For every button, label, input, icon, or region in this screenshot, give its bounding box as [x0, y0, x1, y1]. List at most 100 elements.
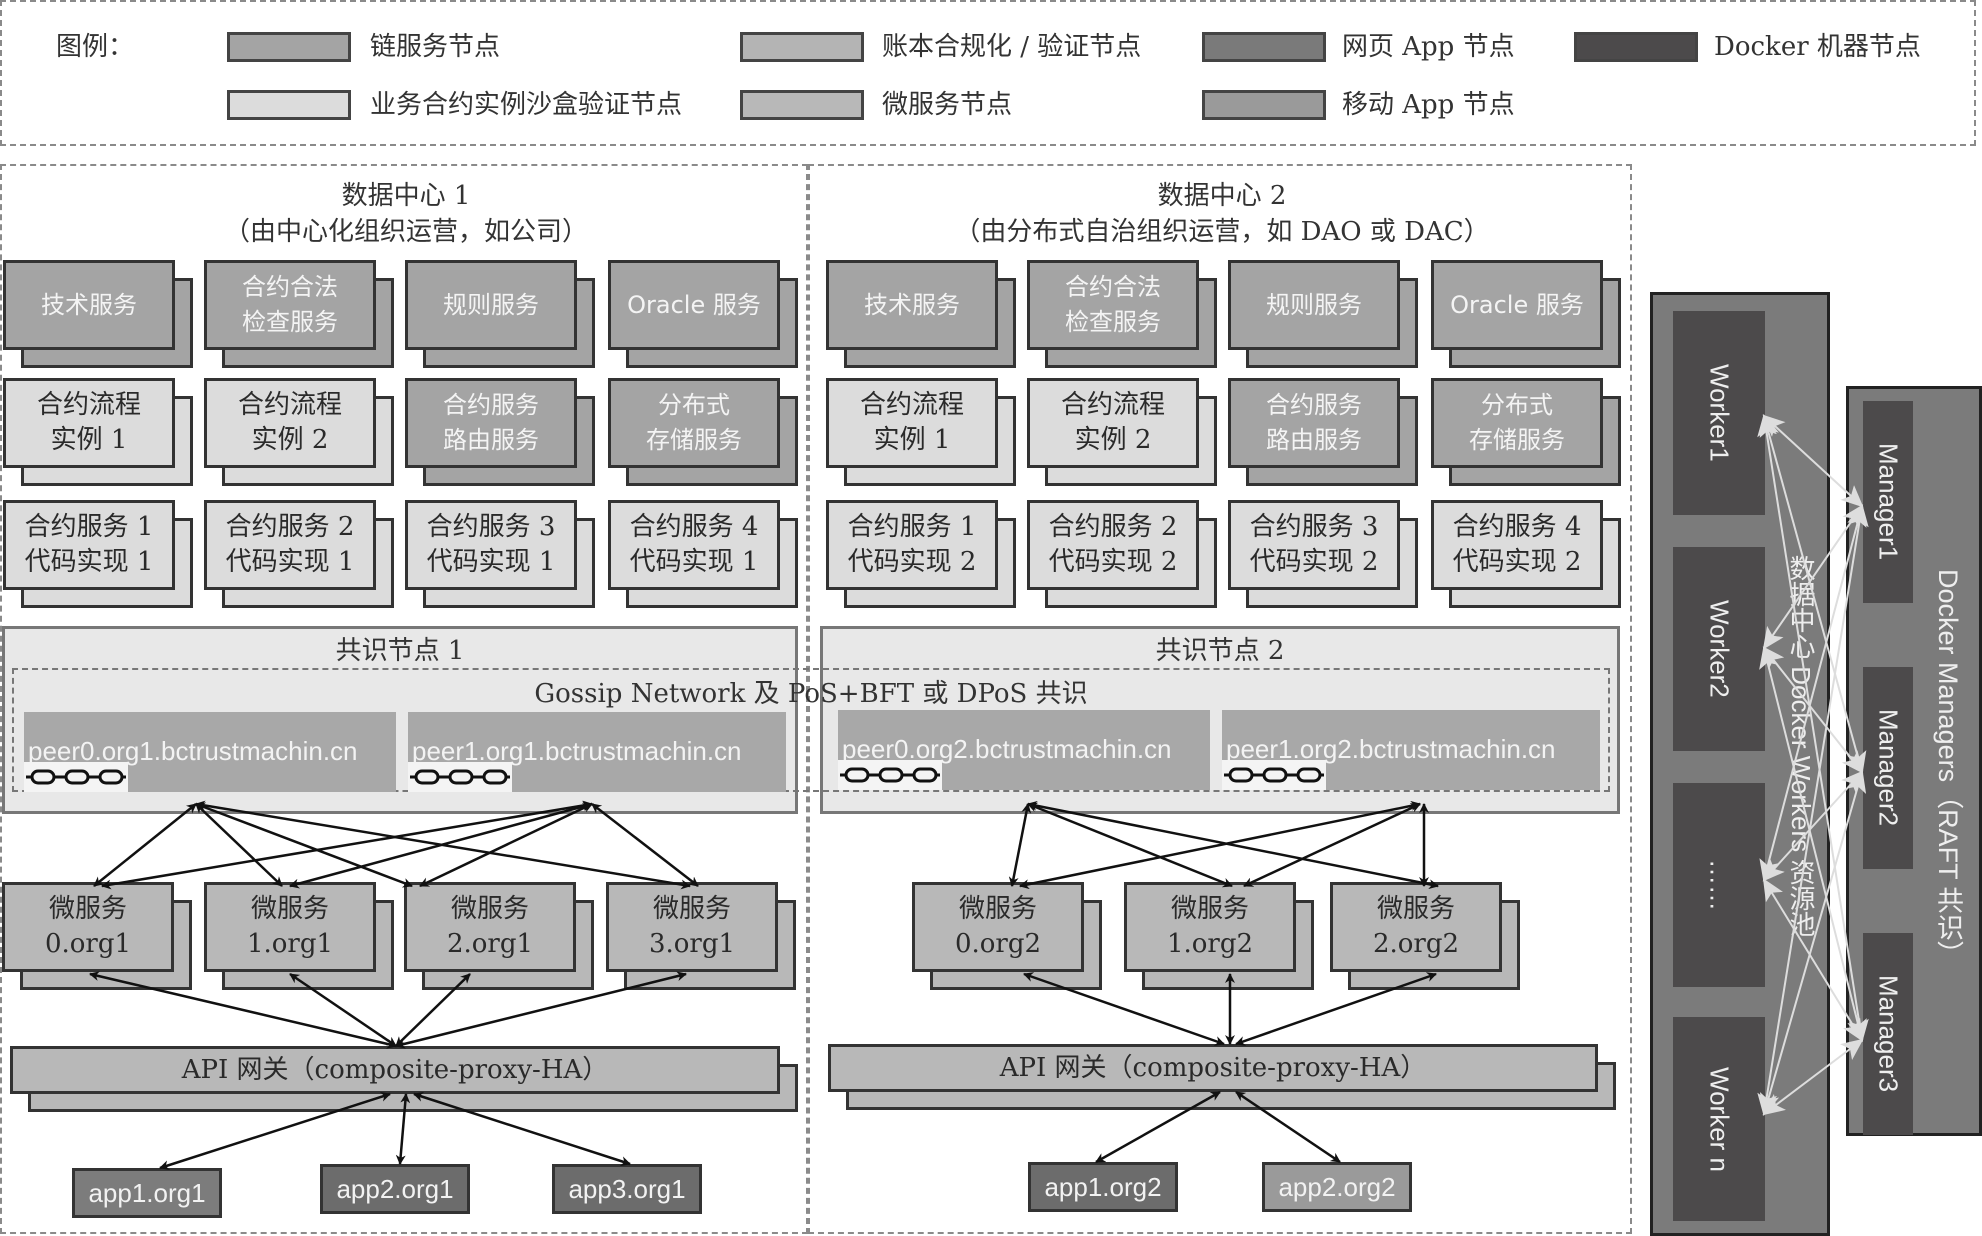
dc2-row2-box-3-label: 分布式 存储服务 — [1431, 378, 1603, 468]
arrow-micro1-gateway-dc1 — [289, 972, 397, 1048]
legend-swatch-chain-service — [227, 32, 351, 62]
arrow-worker1-manager0 — [1762, 504, 1864, 650]
peer-label: peer0.org1.bctrustmachin.cn — [28, 736, 358, 766]
dc1-row2-box-3-label: 分布式 存储服务 — [608, 378, 780, 468]
managers-label: Docker Managers（RAFT 共识） — [1933, 569, 1963, 968]
arrow-peer1-org2-micro0 — [1019, 800, 1421, 890]
dc1-row3-box-1-label: 合约服务 2 代码实现 1 — [204, 500, 376, 590]
peer-label: peer0.org2.bctrustmachin.cn — [842, 734, 1172, 764]
microservice-2-org2-label: 微服务 2.org2 — [1330, 882, 1502, 972]
microservice-1-org2-label: 微服务 1.org2 — [1124, 882, 1296, 972]
legend-swatch-mobile-app — [1202, 90, 1326, 120]
legend-label: 微服务节点 — [882, 90, 1013, 120]
worker-n[interactable]: Worker n — [1673, 1017, 1765, 1221]
arrow-micro0-gateway-dc1 — [89, 971, 397, 1049]
dc2-subtitle: （由分布式自治组织运营，如 DAO 或 DAC） — [954, 217, 1490, 247]
legend-swatch-sandbox — [227, 90, 351, 120]
dc2-row1-box-2-label: 规则服务 — [1228, 260, 1400, 350]
dc2-row1-box-3-label: Oracle 服务 — [1431, 260, 1603, 350]
arrow-gateway-app2-org2 — [1235, 1090, 1341, 1164]
worker-2[interactable]: Worker2 — [1673, 547, 1765, 751]
dc1-row1-box-0-label: 技术服务 — [3, 260, 175, 350]
microservice-0-org1-label: 微服务 0.org1 — [2, 882, 174, 972]
arrow-peer1-org2-micro1 — [1243, 802, 1421, 888]
arrow-micro0-gateway-dc2 — [1023, 972, 1225, 1046]
manager-2[interactable]: Manager2 — [1863, 667, 1913, 869]
dc1-row2-box-2-label: 合约服务 路由服务 — [405, 378, 577, 468]
app2-org1[interactable]: app2.org1 — [320, 1164, 470, 1214]
dc2-row3-box-0-label: 合约服务 1 代码实现 2 — [826, 500, 998, 590]
dc1-row3-box-2-label: 合约服务 3 代码实现 1 — [405, 500, 577, 590]
arrow-peer1-org1-micro0 — [101, 800, 593, 890]
peer-label: peer1.org2.bctrustmachin.cn — [1226, 734, 1556, 764]
arrow-peer0-org2-micro1 — [1027, 802, 1233, 888]
legend-label: 业务合约实例沙盒验证节点 — [370, 90, 683, 120]
arrow-gateway-app1-org2 — [1095, 1090, 1221, 1164]
arrow-worker1-manager2 — [1759, 646, 1867, 1042]
legend-swatch-web-app — [1202, 32, 1326, 62]
api-gateway-dc1-label: API 网关（composite-proxy-HA） — [10, 1046, 780, 1094]
legend-label: 账本合规化 / 验证节点 — [882, 32, 1142, 62]
dc2-row2-box-2-label: 合约服务 路由服务 — [1228, 378, 1400, 468]
arrow-gateway-app3-org1 — [413, 1092, 631, 1166]
dc1-subtitle: （由中心化组织运营，如公司） — [223, 217, 588, 247]
chain-icon — [24, 762, 128, 792]
legend-swatch-microservice — [740, 90, 864, 120]
arrow-gateway-app2-org1 — [395, 1093, 411, 1165]
arrow-worker0-manager0 — [1762, 414, 1864, 508]
dc1-row1-box-2-label: 规则服务 — [405, 260, 577, 350]
app3-org1[interactable]: app3.org1 — [552, 1164, 702, 1214]
gossip-network: Gossip Network 及 PoS+BFT 或 DPoS 共识 — [12, 668, 1610, 792]
arrow-worker3-manager2 — [1762, 1038, 1864, 1116]
worker-ellipsis: …… — [1673, 783, 1765, 987]
arrow-peer1-org1-micro3 — [591, 803, 699, 887]
dc1-row2-box-1-label: 合约流程 实例 2 — [204, 378, 376, 468]
peer1-org1[interactable]: peer1.org1.bctrustmachin.cn — [408, 712, 786, 792]
arrow-gateway-app1-org1 — [159, 1091, 391, 1171]
dc1-row1-box-1-label: 合约合法 检查服务 — [204, 260, 376, 350]
dc2-title: 数据中心 2 — [1157, 181, 1287, 211]
legend-swatch-ledger — [740, 32, 864, 62]
dc1-row2-box-0-label: 合约流程 实例 1 — [3, 378, 175, 468]
arrow-micro2-gateway-dc2 — [1235, 972, 1437, 1046]
microservice-3-org1-label: 微服务 3.org1 — [606, 882, 778, 972]
manager-1[interactable]: Manager1 — [1863, 401, 1913, 603]
dc2-row3-box-1-label: 合约服务 2 代码实现 2 — [1027, 500, 1199, 590]
chain-icon — [838, 760, 942, 790]
arrow-peer0-org2-micro2 — [1027, 800, 1439, 890]
app2-org2[interactable]: app2.org2 — [1262, 1162, 1412, 1212]
peer0-org2[interactable]: peer0.org2.bctrustmachin.cn — [838, 710, 1210, 790]
peer-label: peer1.org1.bctrustmachin.cn — [412, 736, 742, 766]
dc2-row3-box-3-label: 合约服务 4 代码实现 2 — [1431, 500, 1603, 590]
arrow-peer0-org1-micro2 — [195, 802, 413, 888]
worker-1[interactable]: Worker1 — [1673, 311, 1765, 515]
consensus-1-title: 共识节点 1 — [335, 636, 465, 666]
dc1-row1-box-3-label: Oracle 服务 — [608, 260, 780, 350]
arrow-peer0-org2-micro0 — [1008, 803, 1032, 887]
dc2-row1-box-0-label: 技术服务 — [826, 260, 998, 350]
legend-title: 图例： — [56, 32, 135, 62]
app1-org2[interactable]: app1.org2 — [1028, 1162, 1178, 1212]
dc2-row2-box-0-label: 合约流程 实例 1 — [826, 378, 998, 468]
legend-label: Docker 机器节点 — [1714, 32, 1921, 62]
peer1-org2[interactable]: peer1.org2.bctrustmachin.cn — [1222, 710, 1600, 790]
app1-org1[interactable]: app1.org1 — [72, 1168, 222, 1218]
legend-label: 网页 App 节点 — [1342, 32, 1515, 62]
legend: 图例： 链服务节点 账本合规化 / 验证节点 网页 App 节点 Docker … — [0, 0, 1976, 146]
peer0-org1[interactable]: peer0.org1.bctrustmachin.cn — [24, 712, 396, 792]
dc1-row3-box-3-label: 合约服务 4 代码实现 1 — [608, 500, 780, 590]
legend-swatch-docker — [1574, 32, 1698, 62]
api-gateway-dc2-label: API 网关（composite-proxy-HA） — [828, 1044, 1598, 1092]
legend-label: 链服务节点 — [370, 32, 501, 62]
gossip-label: Gossip Network 及 PoS+BFT 或 DPoS 共识 — [534, 679, 1088, 709]
dc1-row3-box-0-label: 合约服务 1 代码实现 1 — [3, 500, 175, 590]
dc2-row3-box-2-label: 合约服务 3 代码实现 2 — [1228, 500, 1400, 590]
data-center-1: 数据中心 1 （由中心化组织运营，如公司） — [0, 164, 808, 1234]
arrow-micro3-gateway-dc1 — [395, 971, 687, 1049]
legend-label: 移动 App 节点 — [1342, 90, 1515, 120]
chain-icon — [1222, 760, 1326, 790]
arrow-worker2-manager2 — [1762, 878, 1864, 1042]
manager-3[interactable]: Manager3 — [1863, 933, 1913, 1135]
consensus-2-title: 共识节点 2 — [1155, 636, 1285, 666]
microservice-0-org2-label: 微服务 0.org2 — [912, 882, 1084, 972]
